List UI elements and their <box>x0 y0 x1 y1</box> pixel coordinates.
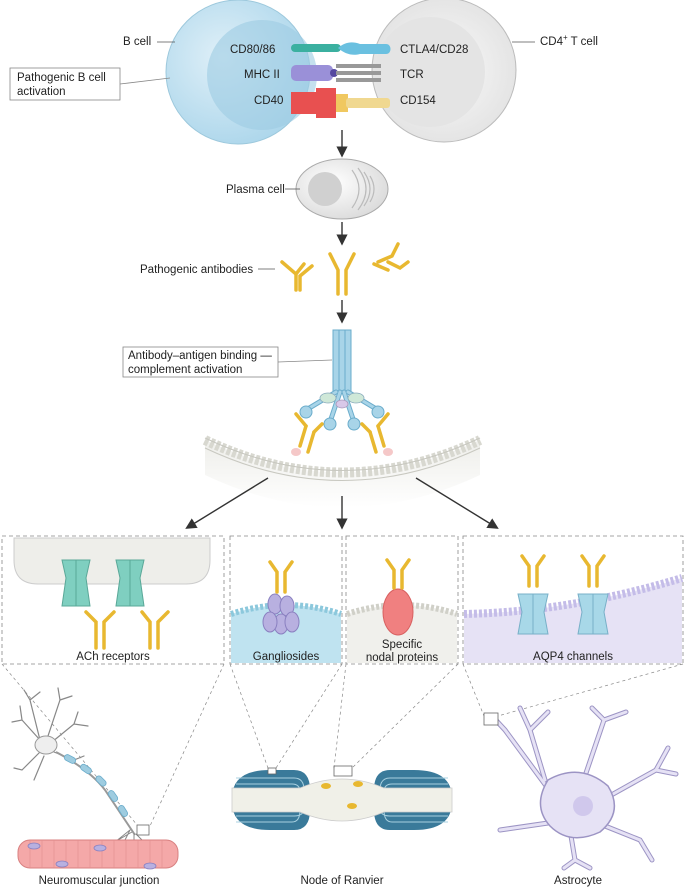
arrow-to-astrocyte <box>415 477 499 529</box>
tcr-molecule <box>336 64 381 82</box>
antigen-right <box>383 448 393 456</box>
svg-text:complement activation: complement activation <box>128 364 242 376</box>
svg-text:Antibody–antigen binding —: Antibody–antigen binding — <box>128 350 272 362</box>
astrocyte-cell <box>483 705 679 871</box>
node-of-ranvier <box>231 765 453 830</box>
neuromuscular-junction-label: Neuromuscular junction <box>39 875 160 887</box>
svg-text:activation: activation <box>17 86 66 98</box>
ganglioside-antibody <box>268 560 294 594</box>
complement-complex <box>299 329 385 431</box>
plasma-cell <box>295 158 389 220</box>
aqp4-channel-2 <box>577 593 609 635</box>
t-cell <box>371 0 517 143</box>
nodal-protein <box>382 588 414 636</box>
aqp4-antibodies <box>520 554 606 588</box>
astrocyte-label: Astrocyte <box>554 875 602 887</box>
muscle-fiber <box>17 839 179 870</box>
antigen-left <box>291 448 301 456</box>
binding-callout: Antibody–antigen binding — complement ac… <box>122 346 333 378</box>
cd40-label: CD40 <box>254 95 283 107</box>
pathogenic-antibodies-label: Pathogenic antibodies <box>140 264 253 276</box>
ach-receptor-1 <box>61 559 91 607</box>
aqp4-channels-label: AQP4 channels <box>533 651 613 663</box>
b-cell <box>165 0 317 145</box>
cd154-molecule <box>336 94 390 112</box>
ctla4-cd28-molecule <box>338 42 391 55</box>
node-of-ranvier-label: Node of Ranvier <box>300 875 383 887</box>
panel-gangliosides: Gangliosides <box>229 535 343 665</box>
target-membrane <box>202 435 483 508</box>
bound-antibody-right <box>360 412 390 454</box>
mhc2-label: MHC II <box>244 69 280 81</box>
ach-receptor-2 <box>115 559 145 607</box>
svg-text:Pathogenic B cell: Pathogenic B cell <box>17 72 106 84</box>
mhc2-molecule <box>291 65 338 81</box>
ctla4-cd28-label: CTLA4/CD28 <box>400 44 468 56</box>
aqp4-channel-1 <box>517 593 549 635</box>
ach-antibodies <box>84 610 170 650</box>
nodal-proteins-label-2: nodal proteins <box>366 652 438 664</box>
plasma-cell-label: Plasma cell <box>226 184 285 196</box>
b-cell-label: B cell <box>123 36 151 48</box>
pathogenic-b-cell-callout: Pathogenic B cell activation <box>9 67 171 101</box>
bound-antibody-left <box>294 412 324 454</box>
cd4-t-cell-label: CD4+ T cell <box>540 33 598 48</box>
antibody-2 <box>328 252 356 296</box>
ach-receptors-label: ACh receptors <box>76 651 150 663</box>
nodal-proteins-label-1: Specific <box>382 639 423 651</box>
tcr-label: TCR <box>400 69 424 81</box>
cd40-molecule <box>291 88 336 118</box>
antibody-3 <box>372 242 410 272</box>
panel-ach-receptors: ACh receptors <box>1 535 225 665</box>
nodal-antibody <box>385 558 411 590</box>
cd154-label: CD154 <box>400 95 436 107</box>
antibody-1 <box>280 260 314 292</box>
ganglioside-cluster <box>262 593 300 635</box>
panel-nodal-proteins: Specific nodal proteins <box>345 535 459 665</box>
gangliosides-label: Gangliosides <box>253 651 320 663</box>
cd80-86-label: CD80/86 <box>230 44 275 56</box>
arrow-to-nmj <box>185 477 269 529</box>
cd80-cd86-molecule <box>291 44 341 52</box>
panel-aqp4-channels: AQP4 channels <box>462 535 684 665</box>
neuron-illustration <box>11 687 150 851</box>
